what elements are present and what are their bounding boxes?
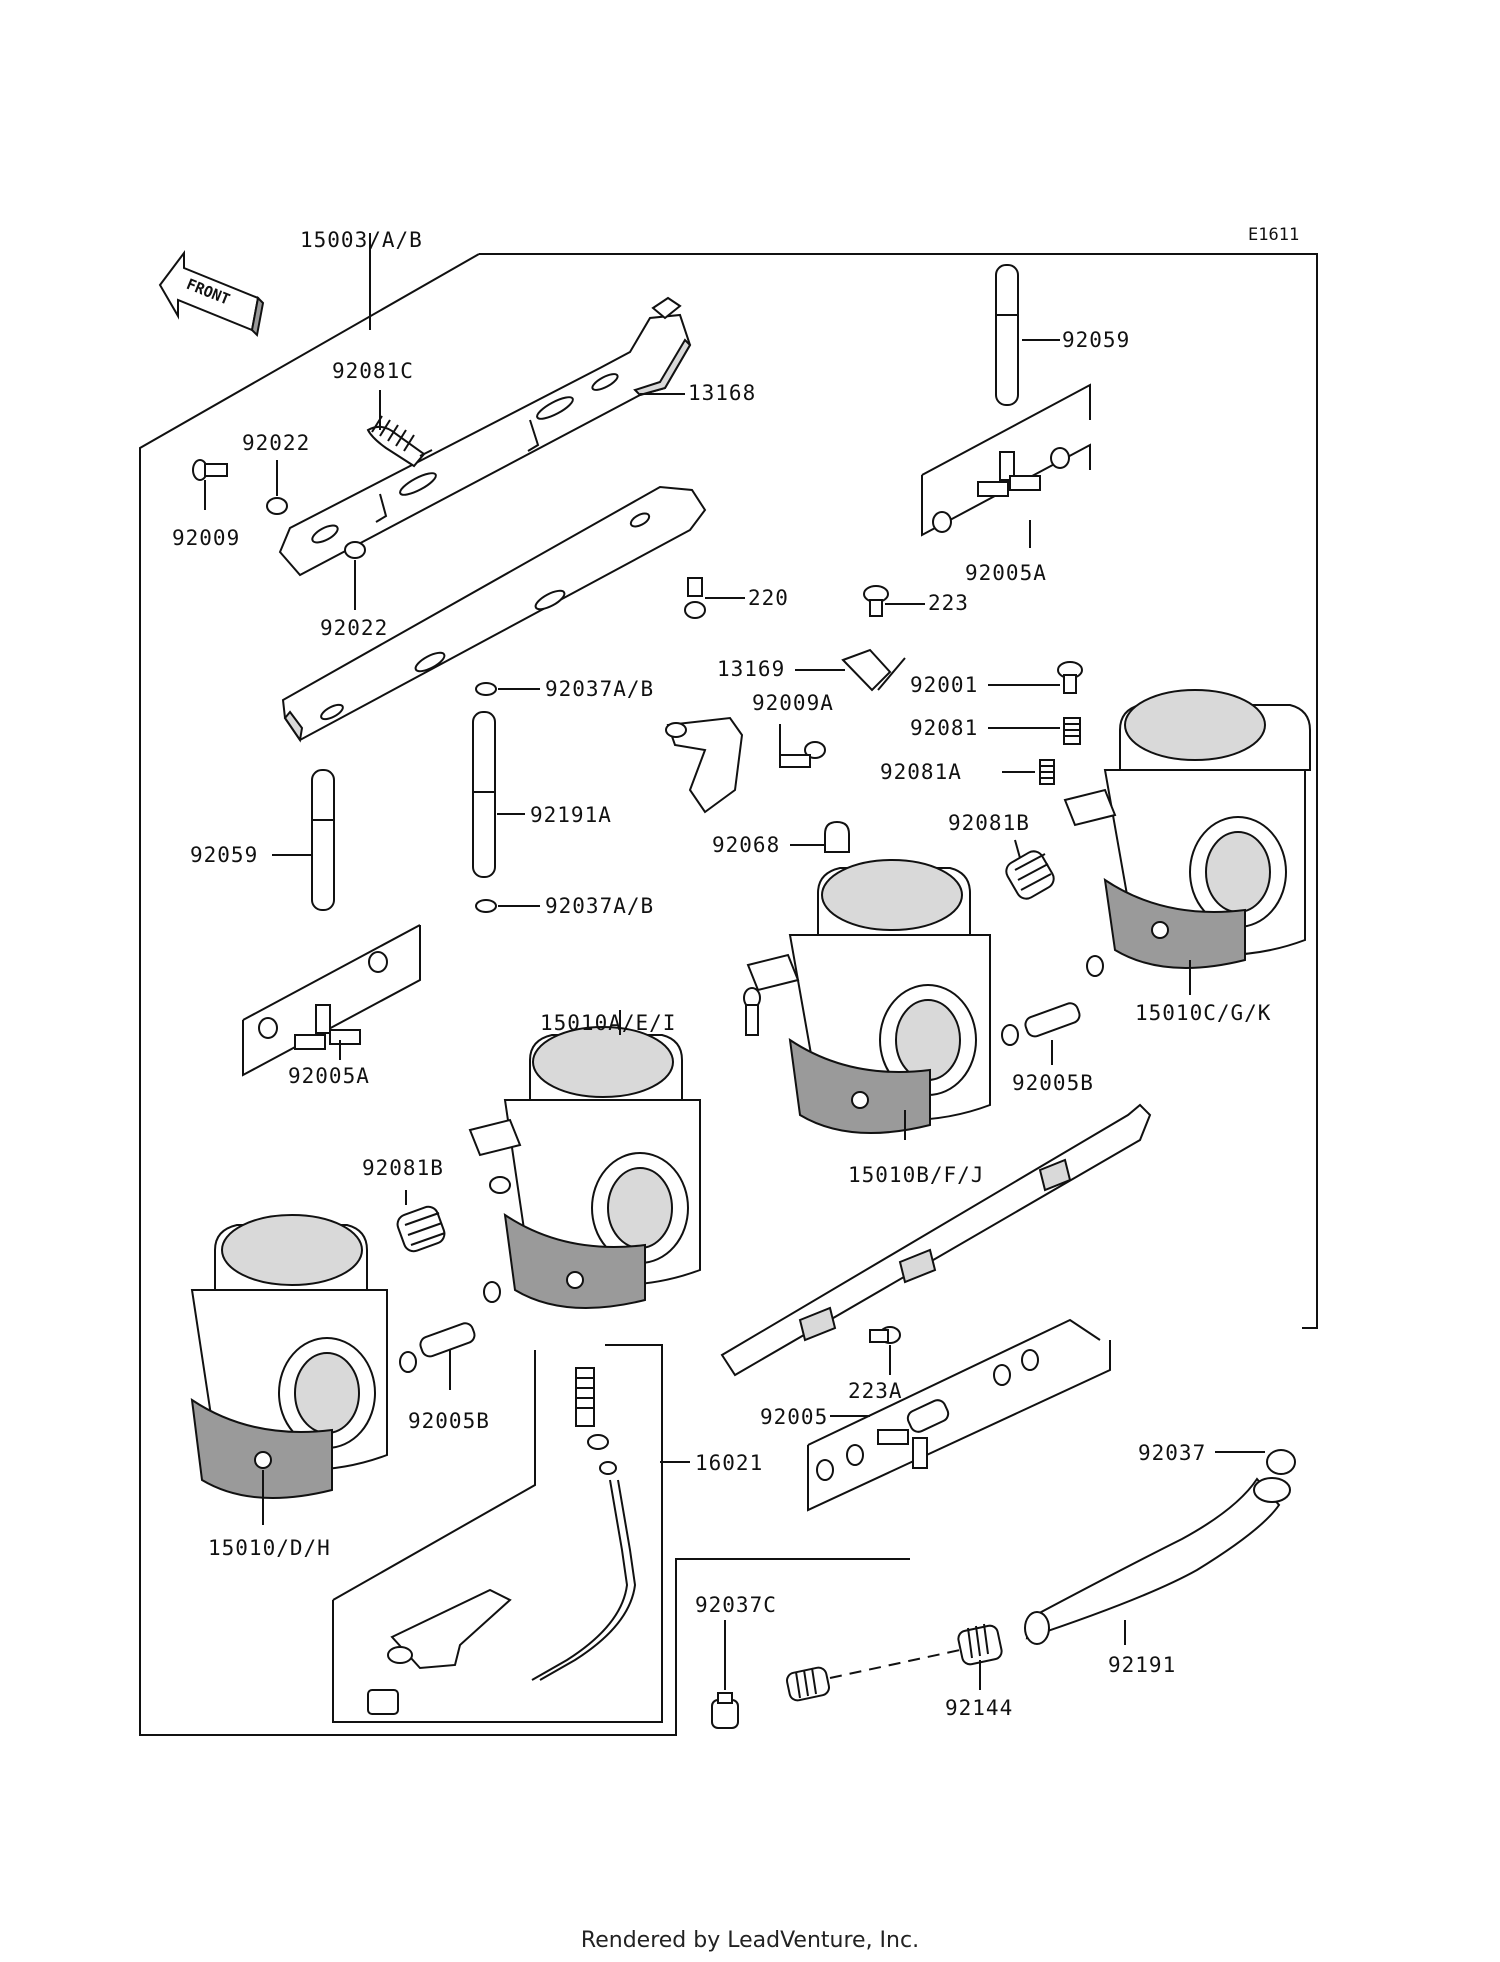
label-92009: 92009 [172,526,240,550]
label-92022-bottom: 92022 [320,616,388,640]
hose-92191 [1024,1477,1291,1645]
clamp-92037C [711,1692,739,1729]
label-13169: 13169 [717,657,785,681]
bracket-13169 [841,648,906,692]
label-92037: 92037 [1138,1441,1206,1465]
carburetor-15010BFJ [743,859,991,1134]
carburetor-15010DH [190,1214,388,1499]
diagram-code: E1611 [1248,225,1299,245]
clip-92037AB-lower [475,899,497,913]
screw-220 [684,577,706,619]
footer-credit: Rendered by LeadVenture, Inc. [580,1928,920,1953]
fitting-92005B-left [399,1281,501,1373]
spring-92144 [786,1623,1003,1702]
label-92005A-left: 92005A [288,1064,370,1088]
fitting-box-92005A-right [921,383,1091,537]
spring-92081B-left [396,1205,446,1253]
screw-carb-a [489,1176,511,1194]
tube-92191A [472,711,496,878]
label-92081B-left: 92081B [362,1156,444,1180]
label-92005B-right: 92005B [1012,1071,1094,1095]
label-16021: 16021 [695,1451,763,1475]
washer-92022-bottom [344,541,366,559]
label-92081A: 92081A [880,760,962,784]
label-92009A: 92009A [752,691,834,715]
tube-92059-left [311,769,335,911]
front-arrow-icon: FRONT [158,250,265,338]
label-92059-left: 92059 [190,843,258,867]
leader-lines [204,339,1265,1690]
label-223: 223 [928,591,969,615]
label-13168: 13168 [688,381,756,405]
screw-carb-b [743,987,761,1036]
fitting-92005B-right [1001,955,1104,1046]
choke-plate [720,1103,1152,1377]
spring-92081C [366,415,433,468]
label-92081: 92081 [910,716,978,740]
label-15010CGK: 15010C/G/K [1135,1001,1271,1025]
label-223A: 223A [848,1379,903,1403]
label-92068: 92068 [712,833,780,857]
label-92005: 92005 [760,1405,828,1429]
screw-92009A [779,741,826,768]
assembly-outline [139,233,1318,1736]
spring-92081A [1039,759,1055,785]
label-92059-top: 92059 [1062,328,1130,352]
fitting-box-92005A-left [242,924,421,1077]
label-92005A-right: 92005A [965,561,1047,585]
label-92081C: 92081C [332,359,414,383]
fitting-box-92005 [807,1318,1111,1512]
label-15010DH: 15010/D/H [208,1536,331,1560]
spring-92081B-right [1005,850,1055,900]
label-92144: 92144 [945,1696,1013,1720]
screw-223A [869,1326,901,1344]
linkage-bracket [665,716,744,814]
tube-92059-top [995,264,1019,406]
label-15010BFJ: 15010B/F/J [848,1163,984,1187]
link-plate-upper [278,296,692,577]
label-92022-top: 92022 [242,431,310,455]
label-220: 220 [748,586,789,610]
screw-223 [863,585,889,617]
screw-92001 [1057,661,1083,694]
carburetor-15010AEI [468,1026,701,1309]
label-15003: 15003/A/B [300,228,423,252]
label-92037C: 92037C [695,1593,777,1617]
choke-cable-16021 [332,1344,663,1723]
clip-92037AB-upper [475,682,497,696]
label-92081B-right: 92081B [948,811,1030,835]
label-92037AB-lower: 92037A/B [545,894,654,918]
clamp-92037 [1266,1449,1296,1475]
label-15010AEI: 15010A/E/I [540,1011,676,1035]
screw-92009 [192,459,228,481]
cap-92068 [824,820,850,853]
carburetor-15010CGK [1063,689,1311,969]
washer-92022-top [266,497,288,515]
label-92191A: 92191A [530,803,612,827]
part-labels: 15003/A/B 92081C 13168 92022 92009 92022… [172,228,1271,1720]
label-92037AB-upper: 92037A/B [545,677,654,701]
label-92001: 92001 [910,673,978,697]
label-92191: 92191 [1108,1653,1176,1677]
label-92005B-left: 92005B [408,1409,490,1433]
link-plate-lower [281,485,707,743]
spring-92081 [1063,717,1081,745]
